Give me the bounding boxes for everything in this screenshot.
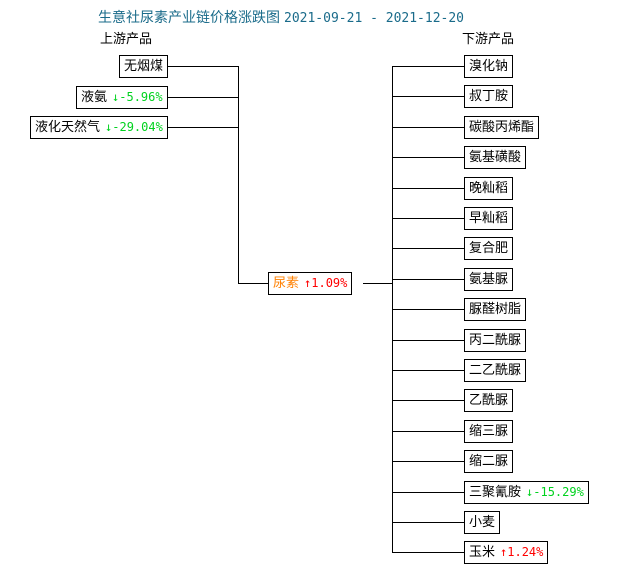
node-label: 早籼稻 [469, 211, 509, 226]
upstream-node-2[interactable]: 液化天然气 ↓-29.04% [30, 116, 168, 139]
downstream-node-1[interactable]: 叔丁胺 [464, 85, 514, 108]
connector-line-horizontal [392, 552, 464, 553]
title-text: 生意社尿素产业链价格涨跌图 [98, 10, 280, 26]
node-label: 液化天然气 [35, 120, 101, 135]
connector-line-horizontal [392, 492, 464, 493]
connector-line-horizontal [392, 370, 464, 371]
connector-line-horizontal [392, 461, 464, 462]
connector-line-horizontal [392, 127, 464, 128]
downstream-column-label: 下游产品 [462, 32, 515, 47]
node-label: 氨基磺酸 [469, 150, 522, 165]
node-label: 缩三脲 [469, 424, 509, 439]
connector-line-horizontal [392, 279, 464, 280]
page-title: 生意社尿素产业链价格涨跌图 2021-09-21 - 2021-12-20 [98, 7, 464, 27]
node-change-percent: ↓-15.29% [526, 485, 584, 499]
connector-line-horizontal [392, 248, 464, 249]
node-label: 溴化钠 [469, 59, 509, 74]
downstream-node-5[interactable]: 早籼稻 [464, 207, 514, 230]
downstream-node-14[interactable]: 三聚氰胺 ↓-15.29% [464, 481, 589, 504]
node-label: 三聚氰胺 [469, 485, 522, 500]
node-change-percent: ↑1.09% [304, 276, 348, 290]
date-range: 2021-09-21 - 2021-12-20 [284, 11, 465, 26]
connector-line-vertical [392, 66, 393, 552]
downstream-node-11[interactable]: 乙酰脲 [464, 389, 514, 412]
connector-line-horizontal [392, 218, 464, 219]
downstream-node-7[interactable]: 氨基脲 [464, 268, 514, 291]
connector-line-vertical [238, 66, 239, 283]
downstream-node-16[interactable]: 玉米 ↑1.24% [464, 541, 549, 564]
node-label: 玉米 [469, 545, 496, 560]
downstream-node-2[interactable]: 碳酸丙烯酯 [464, 116, 540, 139]
center-node-urea[interactable]: 尿素 ↑1.09% [268, 272, 353, 295]
connector-line-horizontal [392, 340, 464, 341]
node-label: 尿素 [273, 276, 300, 291]
node-change-percent: ↑1.24% [500, 545, 544, 559]
downstream-node-12[interactable]: 缩三脲 [464, 420, 514, 443]
connector-line-horizontal [392, 157, 464, 158]
node-label: 小麦 [469, 515, 496, 530]
node-label: 缩二脲 [469, 454, 509, 469]
node-label: 液氨 [81, 90, 108, 105]
connector-line-horizontal [392, 522, 464, 523]
connector-line-horizontal [238, 283, 268, 284]
node-label: 丙二酰脲 [469, 333, 522, 348]
upstream-node-0[interactable]: 无烟煤 [119, 55, 169, 78]
node-label: 碳酸丙烯酯 [469, 120, 535, 135]
node-label: 复合肥 [469, 241, 509, 256]
connector-line-horizontal [168, 66, 238, 67]
upstream-node-1[interactable]: 液氨 ↓-5.96% [76, 86, 168, 109]
downstream-node-6[interactable]: 复合肥 [464, 237, 514, 260]
connector-line-horizontal [392, 188, 464, 189]
downstream-node-8[interactable]: 脲醛树脂 [464, 298, 527, 321]
node-label: 氨基脲 [469, 272, 509, 287]
connector-line-horizontal [392, 309, 464, 310]
connector-line-horizontal [392, 431, 464, 432]
connector-line-horizontal [363, 283, 392, 284]
downstream-node-15[interactable]: 小麦 [464, 511, 501, 534]
downstream-node-4[interactable]: 晚籼稻 [464, 177, 514, 200]
connector-line-horizontal [392, 66, 464, 67]
upstream-column-label: 上游产品 [100, 32, 153, 47]
downstream-node-10[interactable]: 二乙酰脲 [464, 359, 527, 382]
downstream-node-13[interactable]: 缩二脲 [464, 450, 514, 473]
connector-line-horizontal [392, 96, 464, 97]
connector-line-horizontal [168, 97, 238, 98]
node-label: 二乙酰脲 [469, 363, 522, 378]
node-label: 脲醛树脂 [469, 302, 522, 317]
downstream-node-0[interactable]: 溴化钠 [464, 55, 514, 78]
connector-line-horizontal [392, 400, 464, 401]
node-label: 乙酰脲 [469, 393, 509, 408]
downstream-node-3[interactable]: 氨基磺酸 [464, 146, 527, 169]
downstream-node-9[interactable]: 丙二酰脲 [464, 329, 527, 352]
node-change-percent: ↓-29.04% [105, 120, 163, 134]
node-label: 叔丁胺 [469, 89, 509, 104]
connector-line-horizontal [168, 127, 238, 128]
node-label: 晚籼稻 [469, 181, 509, 196]
node-change-percent: ↓-5.96% [112, 90, 163, 104]
node-label: 无烟煤 [124, 59, 164, 74]
